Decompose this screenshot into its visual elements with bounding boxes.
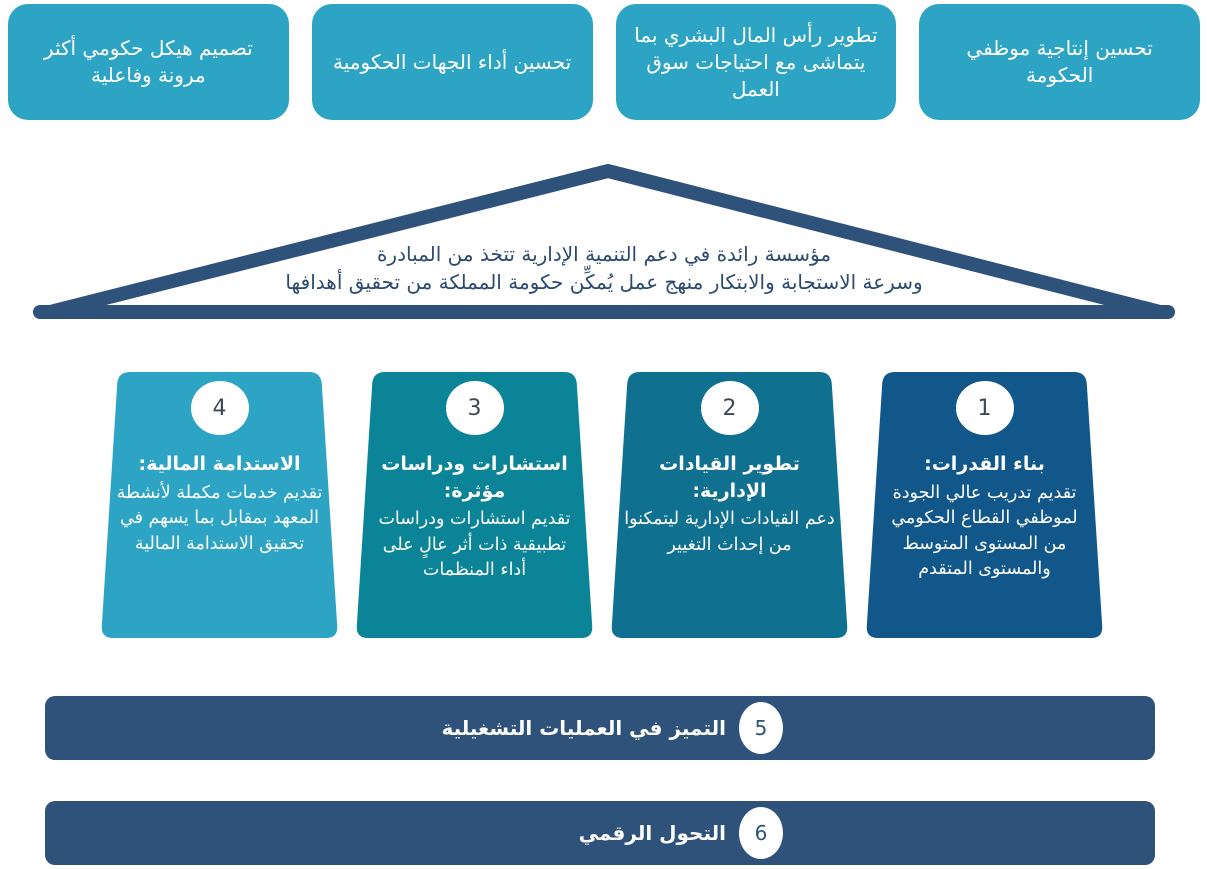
- vision-statement: مؤسسة رائدة في دعم التنمية الإدارية تتخذ…: [0, 240, 1208, 297]
- pillar-text-block: الاستدامة المالية: تقديم خدمات مكملة لأن…: [114, 451, 325, 557]
- pillar-title: استشارات ودراسات مؤثرة:: [381, 453, 568, 502]
- pillar-trapezoid-shape: [356, 372, 593, 638]
- pillar-number-badge: 1: [955, 381, 1014, 435]
- bar-number: 5: [754, 716, 768, 740]
- pillar-number: 2: [722, 395, 737, 421]
- pillar-number: 4: [212, 395, 227, 421]
- goal-label: تطوير رأس المال البشري بما يتماشى مع احت…: [634, 22, 878, 101]
- pillar-text-block: تطوير القيادات الإدارية: دعم القيادات ال…: [624, 451, 835, 558]
- bar-label: التميز في العمليات التشغيلية: [441, 716, 726, 740]
- goal-box-government-structure: تصميم هيكل حكومي أكثر مرونة وفاعلية: [8, 4, 289, 120]
- pillar-capacity-building: 1 بناء القدرات: تقديم تدريب عالي الجودة …: [866, 372, 1103, 638]
- goal-label: تحسين إنتاجية موظفي الحكومة: [966, 36, 1153, 87]
- pillar-trapezoid-shape: [611, 372, 848, 638]
- foundation-bar-operational-excellence: 5 التميز في العمليات التشغيلية: [45, 696, 1155, 760]
- goal-box-productivity: تحسين إنتاجية موظفي الحكومة: [919, 4, 1200, 120]
- pillars-row: 1 بناء القدرات: تقديم تدريب عالي الجودة …: [101, 372, 1103, 638]
- pillar-trapezoid-shape: [866, 372, 1103, 638]
- pillar-financial-sustainability: 4 الاستدامة المالية: تقديم خدمات مكملة ل…: [101, 372, 338, 638]
- pillar-text-block: استشارات ودراسات مؤثرة: تقديم استشارات و…: [369, 451, 580, 584]
- pillar-body: تقديم خدمات مكملة لأنشطة المعهد بمقابل ب…: [116, 482, 323, 554]
- pillar-number: 3: [467, 395, 482, 421]
- bar-number-badge: 6: [739, 807, 783, 859]
- goal-label: تحسين أداء الجهات الحكومية: [333, 49, 572, 74]
- pillar-body: تقديم تدريب عالي الجودة لموظفي القطاع ال…: [891, 482, 1078, 580]
- goal-label: تصميم هيكل حكومي أكثر مرونة وفاعلية: [43, 36, 253, 87]
- bar-number-badge: 5: [739, 702, 783, 754]
- vision-line-1: مؤسسة رائدة في دعم التنمية الإدارية تتخذ…: [376, 242, 832, 266]
- goal-box-entity-performance: تحسين أداء الجهات الحكومية: [311, 4, 593, 120]
- bar-content-group: 5 التميز في العمليات التشغيلية: [441, 702, 783, 754]
- pillar-number-badge: 2: [700, 381, 759, 435]
- bar-content-group: 6 التحول الرقمي: [579, 807, 783, 859]
- pillar-number-badge: 3: [445, 381, 504, 435]
- top-goals-row: تحسين إنتاجية موظفي الحكومة تطوير رأس ال…: [8, 4, 1200, 120]
- pillar-title: تطوير القيادات الإدارية:: [659, 453, 800, 502]
- bar-label: التحول الرقمي: [578, 821, 726, 845]
- pillar-leadership-development: 2 تطوير القيادات الإدارية: دعم القيادات …: [611, 372, 848, 638]
- pillar-consulting-studies: 3 استشارات ودراسات مؤثرة: تقديم استشارات…: [356, 372, 593, 638]
- goal-box-human-capital: تطوير رأس المال البشري بما يتماشى مع احت…: [615, 4, 897, 120]
- pillar-trapezoid-shape: [101, 372, 338, 638]
- pillar-text-block: بناء القدرات: تقديم تدريب عالي الجودة لم…: [879, 451, 1090, 583]
- pillar-title: بناء القدرات:: [924, 453, 1045, 475]
- bar-number: 6: [754, 821, 768, 845]
- vision-line-2: وسرعة الاستجابة والابتكار منهج عمل يُمكِ…: [285, 270, 923, 295]
- pillar-number-badge: 4: [190, 381, 249, 435]
- pillar-number: 1: [977, 395, 992, 421]
- pillar-body: دعم القيادات الإدارية ليتمكنوا من إحداث …: [624, 509, 835, 555]
- roof-outline-icon: [33, 164, 1175, 319]
- foundation-bar-digital-transformation: 6 التحول الرقمي: [45, 801, 1155, 865]
- pillar-title: الاستدامة المالية:: [138, 453, 301, 475]
- pillar-body: تقديم استشارات ودراسات تطبيقية ذات أثر ع…: [378, 509, 571, 581]
